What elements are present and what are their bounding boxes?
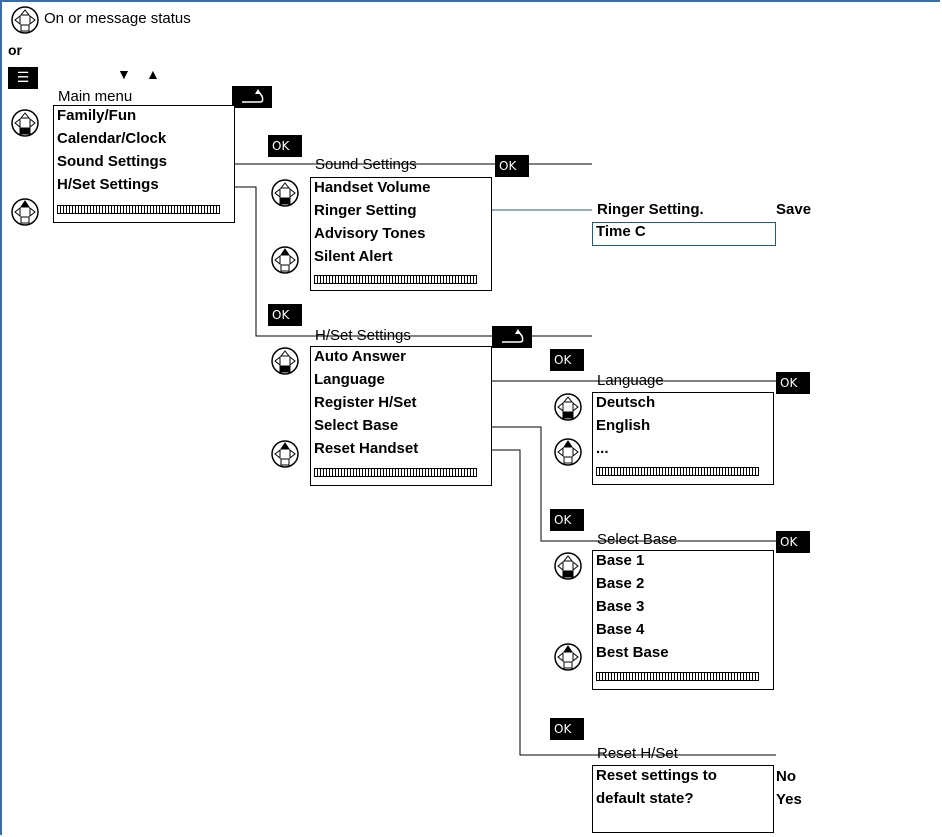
ok-key-icon: OK	[550, 718, 584, 740]
nav-key-icon	[271, 440, 299, 468]
ok-key-icon: OK	[268, 135, 302, 157]
menu-item-best-base[interactable]: Best Base	[596, 644, 669, 661]
ok-key-icon: OK	[268, 304, 302, 326]
nav-key-icon	[271, 179, 299, 207]
nav-key-icon	[554, 393, 582, 421]
menu-item-base-3[interactable]: Base 3	[596, 598, 645, 615]
ok-key-icon: OK	[776, 531, 810, 553]
menu-item-silent-alert[interactable]: Silent Alert	[314, 248, 393, 265]
nav-key-icon	[11, 198, 39, 226]
ringer-setting-title: Ringer Setting.	[597, 201, 704, 218]
menu-item-select-base[interactable]: Select Base	[314, 417, 399, 434]
ringer-value-field[interactable]: Time C	[592, 222, 776, 246]
ok-key-icon: OK	[550, 349, 584, 371]
scroll-indicator	[596, 672, 759, 681]
reset-message-line2: default state?	[596, 790, 694, 807]
yes-button[interactable]: Yes	[776, 791, 802, 808]
menu-item-more[interactable]: ...	[596, 440, 609, 457]
menu-item-language[interactable]: Language	[314, 371, 385, 388]
select-base-box: Base 1 Base 2 Base 3 Base 4 Best Base	[592, 550, 774, 690]
no-button[interactable]: No	[776, 768, 796, 785]
main-menu-box: Family/Fun Calendar/Clock Sound Settings…	[53, 105, 235, 223]
menu-item-base-4[interactable]: Base 4	[596, 621, 645, 638]
menu-item-calendar-clock[interactable]: Calendar/Clock	[57, 130, 167, 147]
back-key-icon	[232, 86, 272, 108]
arrow-up-icon: ▲	[146, 66, 160, 82]
menu-item-hset-settings[interactable]: H/Set Settings	[57, 176, 159, 193]
menu-item-sound-settings[interactable]: Sound Settings	[57, 153, 167, 170]
nav-key-icon	[11, 109, 39, 137]
menu-item-auto-answer[interactable]: Auto Answer	[314, 348, 406, 365]
ok-key-icon: OK	[776, 372, 810, 394]
menu-key-icon: ☰	[8, 67, 38, 89]
nav-key-icon	[554, 552, 582, 580]
menu-item-base-2[interactable]: Base 2	[596, 575, 645, 592]
arrow-down-icon: ▼	[117, 66, 131, 82]
scroll-indicator	[314, 468, 477, 477]
menu-item-family-fun[interactable]: Family/Fun	[57, 107, 137, 124]
main-menu-title: Main menu	[58, 88, 133, 105]
scroll-indicator	[314, 275, 477, 284]
menu-item-deutsch[interactable]: Deutsch	[596, 394, 656, 411]
scroll-indicator	[57, 205, 220, 214]
nav-key-icon	[554, 643, 582, 671]
scroll-indicator	[596, 467, 759, 476]
menu-item-reset-handset[interactable]: Reset Handset	[314, 440, 419, 457]
menu-item-ringer-setting[interactable]: Ringer Setting	[314, 202, 417, 219]
language-title: Language	[597, 372, 664, 389]
menu-item-advisory-tones[interactable]: Advisory Tones	[314, 225, 426, 242]
sound-settings-title: Sound Settings	[315, 156, 417, 173]
menu-item-base-1[interactable]: Base 1	[596, 552, 645, 569]
menu-item-english[interactable]: English	[596, 417, 651, 434]
nav-key-icon	[271, 347, 299, 375]
or-label: or	[8, 42, 22, 58]
nav-key-icon	[554, 438, 582, 466]
status-label: On or message status	[44, 10, 191, 27]
menu-item-register-hset[interactable]: Register H/Set	[314, 394, 417, 411]
language-box: Deutsch English ...	[592, 392, 774, 485]
select-base-title: Select Base	[597, 531, 678, 548]
sound-settings-box: Handset Volume Ringer Setting Advisory T…	[310, 177, 492, 291]
reset-message-line1: Reset settings to	[596, 767, 717, 784]
nav-key-icon	[271, 246, 299, 274]
hset-settings-box: Auto Answer Language Register H/Set Sele…	[310, 346, 492, 486]
ok-key-icon: OK	[550, 509, 584, 531]
reset-title: Reset H/Set	[597, 745, 678, 762]
back-key-icon	[492, 326, 532, 348]
reset-box: Reset settings to default state?	[592, 765, 774, 833]
save-button[interactable]: Save	[776, 201, 812, 218]
ok-key-icon: OK	[495, 155, 529, 177]
nav-key-icon	[11, 6, 39, 34]
hset-settings-title: H/Set Settings	[315, 327, 411, 344]
ringer-value: Time C	[596, 223, 646, 240]
menu-item-handset-volume[interactable]: Handset Volume	[314, 179, 431, 196]
